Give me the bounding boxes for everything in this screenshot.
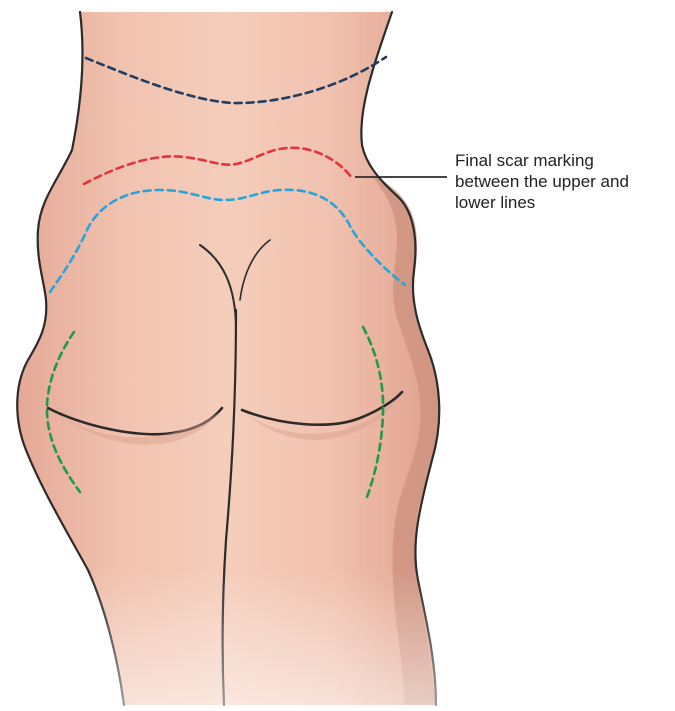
annotation-line-2: between the upper and [455, 171, 670, 192]
annotation-line-1: Final scar marking [455, 150, 670, 171]
final-scar-annotation: Final scar marking between the upper and… [455, 150, 670, 213]
annotation-line-3: lower lines [455, 192, 670, 213]
